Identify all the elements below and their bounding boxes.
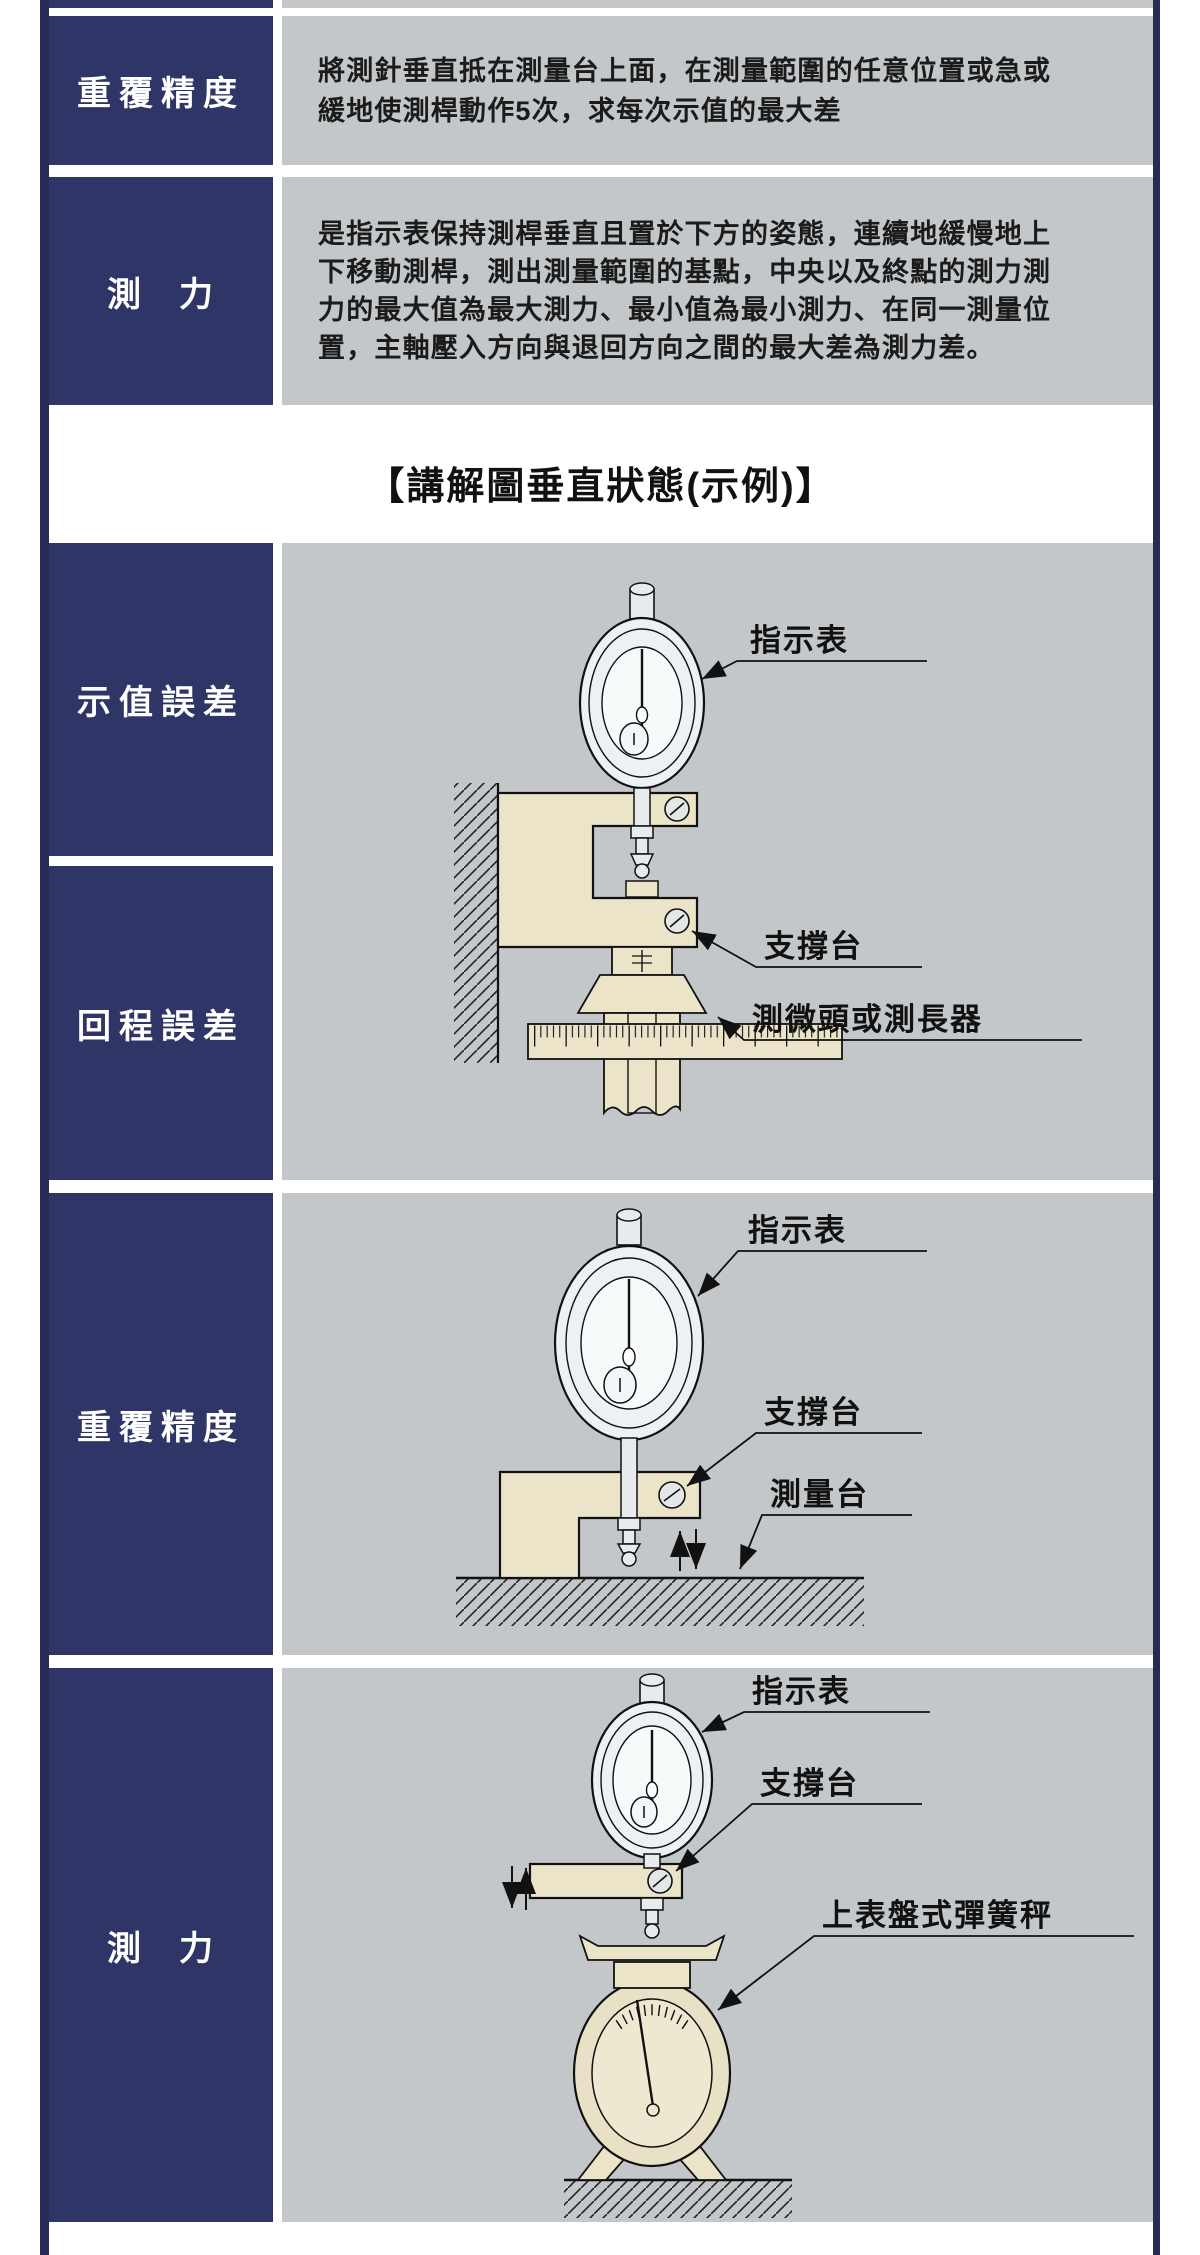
diagram-cell-measuring-force: 指示表 支撐台 上表盤式彈簧秤 [282,1668,1153,2222]
callout-label: 指示表 [752,1674,851,1709]
clamp-screw [647,1868,673,1894]
motion-arrows [502,1866,536,1910]
callout-label: 上表盤式彈簧秤 [822,1898,1053,1933]
callout-stage: 測量台 [739,1477,912,1570]
callout-label: 測微頭或測長器 [752,1002,983,1037]
header-cell-measuring-force-2: 測 力 [49,1668,273,2222]
clamp-screw-top [664,796,690,822]
anvil [625,880,659,898]
callout-dial: 指示表 [701,1674,930,1733]
wall-hatch [454,783,500,1063]
section-title: 【講解圖垂直狀態(示例)】 [366,466,836,508]
body-cell-measuring-force: 是指示表保持測桿垂直且置於下方的姿態，連續地緩慢地上下移動測桿，測出測量範圍的基… [282,177,1153,405]
motion-arrows [670,1529,706,1571]
callout-spring-scale: 上表盤式彈簧秤 [717,1898,1134,2011]
scale-platform [578,1934,726,1961]
diagram-cell-vertical-setup: 指示表 支撐台 測微頭或測長器 [282,543,1153,1180]
support-bracket [496,791,699,949]
diagram-background [282,543,1153,1180]
spring-scale [572,1934,732,2181]
callout-label: 指示表 [750,623,849,658]
table-left-border [40,0,49,2255]
diagram-indication-error: 指示表 支撐台 測微頭或測長器 [282,543,1153,1180]
body-text: 是指示表保持測桿垂直且置於下方的姿態，連續地緩慢地上下移動測桿，測出測量範圍的基… [318,219,1052,363]
header-cell-repeat-precision-2: 重覆精度 [49,1193,273,1655]
dial-indicator [553,1208,705,1442]
callout-label: 指示表 [748,1213,847,1248]
clamp-screw-bottom [664,908,690,934]
micrometer-head [527,946,843,1116]
diagram-measuring-force: 指示表 支撐台 上表盤式彈簧秤 [282,1668,1153,2222]
callout-support: 支撐台 [675,1766,922,1872]
spindle [616,1437,642,1567]
callout-label: 支撐台 [764,1395,863,1430]
callout-label: 支撐台 [764,929,863,964]
scale-needle [635,1999,656,2114]
dial-indicator [590,1673,714,1860]
scale-frame [613,1961,691,1989]
dial-indicator [578,582,706,790]
contact-tip [644,1923,660,1939]
spindle [625,787,659,898]
contact-tip [621,1551,637,1567]
callout-label: 測量台 [770,1477,869,1512]
spindle [640,1853,664,1939]
ground-hatch [564,2178,792,2218]
header-cell-repeat-precision: 重覆精度 [49,16,273,165]
callout-micrometer: 測微頭或測長器 [717,1002,1082,1041]
table-right-border [1153,0,1160,2255]
partial-header-cell [49,0,273,8]
header-cell-hysteresis-error: 回程誤差 [49,866,273,1180]
contact-tip [634,863,650,879]
header-label: 重覆精度 [77,1408,245,1447]
callout-support: 支撐台 [686,1395,922,1487]
ground-hatch [456,1576,864,1626]
header-label: 示值誤差 [77,684,245,722]
callout-dial: 指示表 [697,1213,927,1297]
callout-dial: 指示表 [701,623,927,680]
header-label: 測 力 [107,1929,215,1968]
callout-support: 支撐台 [691,929,922,968]
header-label: 回程誤差 [77,1007,245,1046]
clamp-screw [658,1481,686,1509]
header-label: 重覆精度 [77,75,245,113]
diagram-cell-repeat-precision: 指示表 支撐台 測量台 [282,1193,1153,1655]
callout-label: 支撐台 [760,1766,859,1801]
body-cell-repeat-precision: 將測針垂直抵在測量台上面，在測量範圍的任意位置或急或緩地使測桿動作5次，求每次示… [282,16,1153,165]
body-text: 將測針垂直抵在測量台上面，在測量範圍的任意位置或急或緩地使測桿動作5次，求每次示… [318,55,1052,126]
header-cell-indication-error: 示值誤差 [49,543,273,856]
header-cell-measuring-force: 測 力 [49,177,273,405]
header-label: 測 力 [107,275,215,314]
diagram-repeat-precision: 指示表 支撐台 測量台 [282,1193,1153,1655]
partial-body-cell [282,0,1153,8]
